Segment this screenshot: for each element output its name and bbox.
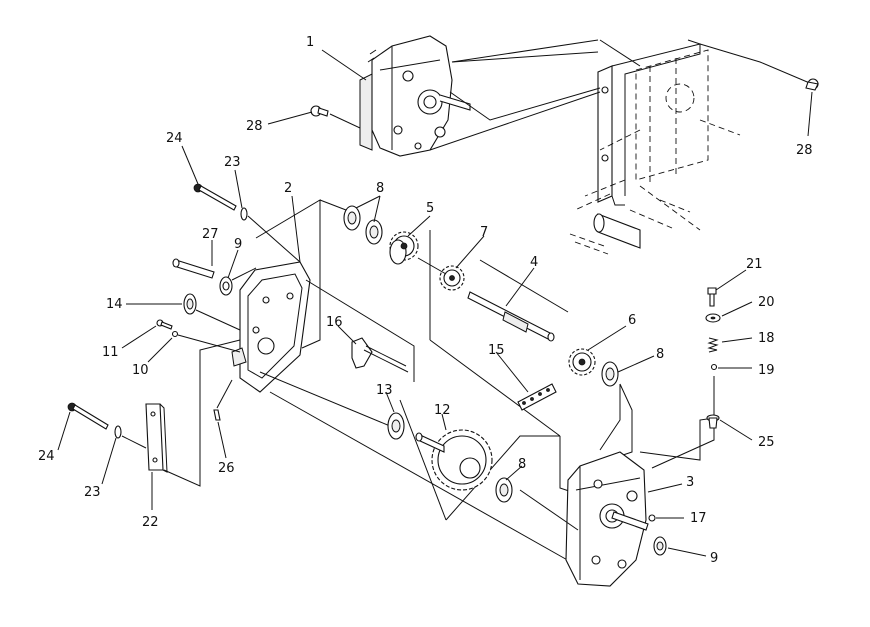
callout-3: 3	[686, 475, 694, 490]
part-5-gear	[389, 231, 419, 265]
callout-labels: 1 2 3 4 5 6 7 8 8 8 9 9 10 11 12 13 14 1…	[38, 35, 813, 566]
callout-12: 12	[434, 403, 451, 418]
chassis-frame	[569, 39, 741, 255]
callout-23-upper: 23	[224, 155, 241, 170]
part-27-shaft	[172, 258, 215, 279]
callout-5: 5	[426, 201, 434, 216]
part-2-cover-plate	[231, 261, 311, 393]
callout-17: 17	[690, 511, 707, 526]
part-15-chain	[517, 383, 557, 411]
callout-16: 16	[326, 315, 343, 330]
part-9-seal-right	[653, 536, 667, 556]
callout-9-left: 9	[234, 237, 242, 252]
part-12-sprocket-shaft	[415, 429, 493, 491]
part-14-bearing	[183, 293, 197, 315]
part-16-spring-lever	[351, 337, 409, 373]
part-9-seal-left	[219, 276, 233, 296]
callout-18: 18	[758, 331, 775, 346]
part-22-bracket-plate	[145, 403, 168, 473]
part-20-washer	[705, 313, 721, 323]
callout-7: 7	[480, 225, 488, 240]
part-1-gearbox-housing	[359, 35, 471, 157]
callout-21: 21	[746, 257, 763, 272]
callout-24-lower: 24	[38, 449, 55, 464]
callout-28-left: 28	[246, 119, 263, 134]
callout-4: 4	[530, 255, 538, 270]
part-6-sprocket	[568, 348, 596, 376]
callout-14: 14	[106, 297, 123, 312]
callout-8-right: 8	[656, 347, 664, 362]
callout-25: 25	[758, 435, 775, 450]
part-28-screw-right	[805, 78, 819, 91]
part-24-bolt-lower	[67, 402, 109, 430]
part-8-bearing-b	[365, 219, 383, 245]
callout-24-upper: 24	[166, 131, 183, 146]
callout-15: 15	[488, 343, 505, 358]
callout-8-lower: 8	[518, 457, 526, 472]
callout-23-lower: 23	[84, 485, 101, 500]
part-11-screw	[156, 319, 173, 330]
part-3-gearbox-housing	[565, 451, 649, 587]
callout-10: 10	[132, 363, 149, 378]
part-19-ball	[710, 363, 718, 371]
callout-2: 2	[284, 181, 292, 196]
part-4-shaft	[467, 291, 555, 342]
callout-6: 6	[628, 313, 636, 328]
part-23-washer-lower	[114, 425, 122, 439]
part-24-bolt-upper	[193, 183, 237, 211]
callout-20: 20	[758, 295, 775, 310]
callout-27: 27	[202, 227, 219, 242]
part-8-bearing-c	[601, 361, 619, 387]
callout-19: 19	[758, 363, 775, 378]
part-7-gear	[439, 265, 465, 291]
callout-1: 1	[306, 35, 314, 50]
callout-28-right: 28	[796, 143, 813, 158]
callout-9-right: 9	[710, 551, 718, 566]
part-25-plug	[706, 414, 720, 429]
part-8-bearing-d	[495, 477, 513, 503]
part-28-screw-left	[310, 105, 329, 117]
part-18-spring	[707, 337, 719, 353]
part-13-bearing	[387, 412, 405, 440]
part-23-washer-upper	[240, 207, 248, 221]
callout-11: 11	[102, 345, 119, 360]
callout-13: 13	[376, 383, 393, 398]
callout-26: 26	[218, 461, 235, 476]
part-10-washer	[171, 330, 179, 338]
part-8-bearing-a	[343, 205, 361, 231]
callout-22: 22	[142, 515, 159, 530]
part-26-pin	[213, 409, 221, 421]
part-17-pin	[648, 514, 656, 522]
leader-lines	[57, 49, 813, 557]
part-21-bolt	[707, 287, 717, 307]
callout-8-top: 8	[376, 181, 384, 196]
